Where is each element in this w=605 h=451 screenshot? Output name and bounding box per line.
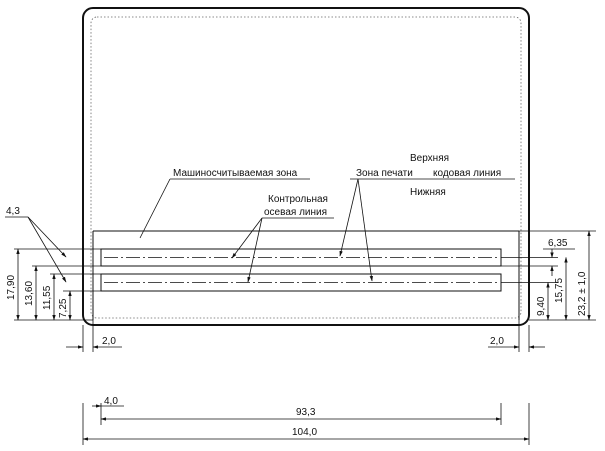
card-inner-dotted-border (90, 16, 522, 319)
leader-control-axis-a (231, 217, 263, 259)
dim-15-75: 15,75 (554, 278, 565, 303)
dim-93-3: 93,3 (296, 407, 316, 418)
label-upper: Верхняя (410, 153, 449, 164)
dim-4-3: 4,3 (6, 206, 20, 217)
label-code-line: кодовая линия (433, 168, 501, 179)
label-lower: Нижняя (410, 187, 446, 198)
leader-machine-zone-slant (139, 178, 171, 239)
dim-6-35: 6,35 (548, 238, 568, 249)
dim-7-25: 7,25 (58, 298, 69, 318)
label-print-zone: Зона печати (356, 168, 413, 179)
dim-9-40: 9,40 (536, 296, 547, 316)
dim-13-60: 13,60 (24, 281, 35, 306)
label-machine-zone: Машиносчитываемая зона (173, 168, 298, 179)
dim-2-0-right: 2,0 (490, 336, 504, 347)
leader-control-axis-b (247, 217, 263, 283)
dim-104-0: 104,0 (292, 427, 317, 438)
dim-11-55: 11,55 (42, 285, 53, 310)
dim-4-3-leader-b (27, 216, 67, 283)
dim-2-0-left: 2,0 (102, 336, 116, 347)
card-outline (82, 7, 530, 326)
dim-4-3-leader-a (27, 216, 67, 258)
leader-print-zone-a (339, 178, 359, 257)
dim-17-90: 17,90 (6, 275, 17, 300)
label-control-axis-2: осевая линия (264, 207, 327, 218)
label-control-axis-1: Контрольная (268, 194, 328, 205)
dim-4-0: 4,0 (104, 396, 118, 407)
dim-23-2: 23,2 ± 1,0 (577, 271, 588, 316)
leader-print-zone-b (357, 178, 373, 282)
